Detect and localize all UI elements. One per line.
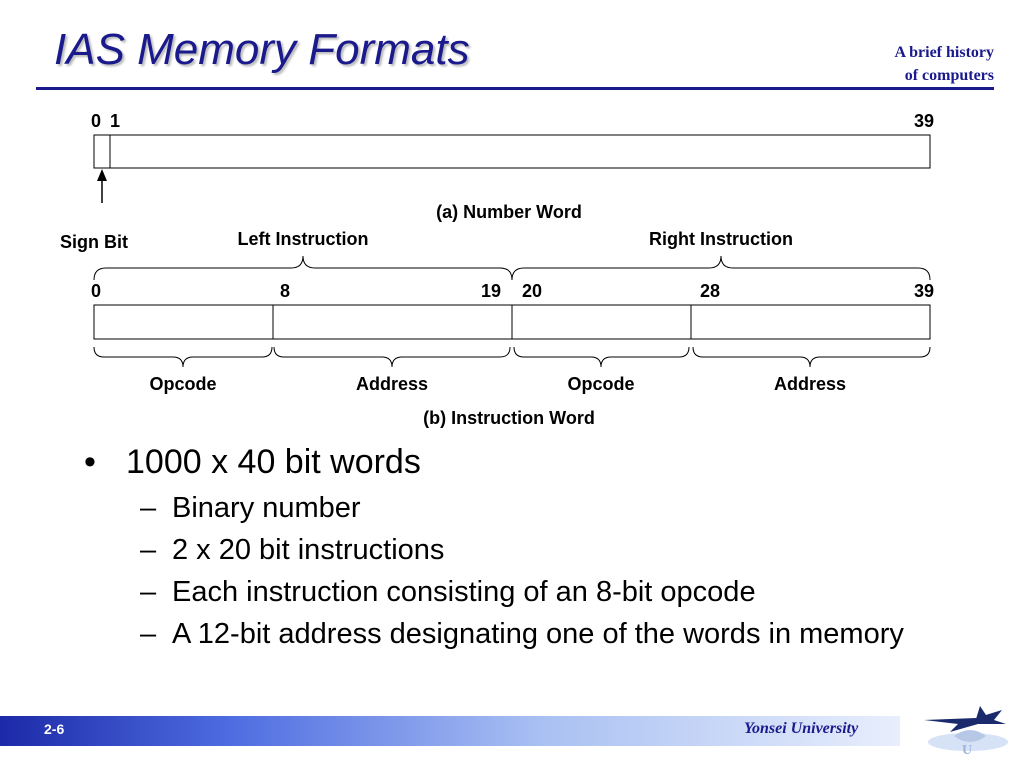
number-word-caption: (a) Number Word (436, 202, 582, 222)
page-number: 2-6 (44, 721, 65, 737)
number-word-bit-1: 1 (110, 111, 120, 131)
dash-icon: – (140, 534, 157, 566)
sub-bullet-text: Each instruction consisting of an 8-bit … (172, 576, 756, 608)
field-opcode-right: Opcode (567, 374, 634, 394)
ias-format-diagram: 0 1 39 (a) Number Word Sign Bit Left Ins… (60, 111, 934, 428)
bullet-dot-icon: • (84, 443, 96, 481)
opcode-brace-right (513, 346, 690, 368)
right-instruction-label: Right Instruction (649, 229, 793, 249)
instruction-bit-19: 19 (481, 281, 501, 301)
instruction-word-diagram: Left Instruction Right Instruction 0 8 1… (91, 229, 934, 428)
instruction-bit-28: 28 (700, 281, 720, 301)
opcode-brace-left (93, 346, 273, 368)
instruction-bit-20: 20 (522, 281, 542, 301)
sub-bullet-item: – Each instruction consisting of an 8-bi… (78, 574, 938, 610)
slide-subtitle: A brief history of computers (794, 41, 994, 87)
instruction-bit-0: 0 (91, 281, 101, 301)
field-address-right: Address (774, 374, 846, 394)
university-logo-icon: U (924, 706, 1008, 758)
field-address-left: Address (356, 374, 428, 394)
subtitle-line-1: A brief history (894, 44, 994, 61)
title-underline (36, 87, 994, 90)
field-opcode-left: Opcode (149, 374, 216, 394)
bullet-item: • 1000 x 40 bit words (78, 440, 938, 484)
subtitle-line-2: of computers (904, 67, 994, 84)
number-word-diagram: 0 1 39 (a) Number Word Sign Bit (60, 111, 934, 252)
address-brace-right (692, 346, 931, 368)
sub-bullet-item: – Binary number (78, 490, 938, 526)
footer-bar (0, 716, 900, 746)
sign-bit-arrowhead (97, 169, 107, 181)
instruction-bit-39: 39 (914, 281, 934, 301)
right-instruction-brace (511, 255, 931, 281)
sub-bullet-text: 2 x 20 bit instructions (172, 534, 445, 566)
instruction-bit-8: 8 (280, 281, 290, 301)
number-word-box (93, 134, 931, 169)
university-name: Yonsei University (744, 720, 859, 737)
dash-icon: – (140, 492, 157, 524)
bullet-text: 1000 x 40 bit words (126, 443, 421, 481)
address-brace-left (273, 346, 511, 368)
svg-text:U: U (962, 743, 972, 758)
sub-bullet-item: – A 12-bit address designating one of th… (78, 616, 938, 652)
instruction-word-caption: (b) Instruction Word (423, 408, 595, 428)
number-word-bit-0: 0 (91, 111, 101, 131)
number-word-bit-39: 39 (914, 111, 934, 131)
sub-bullet-text: A 12-bit address designating one of the … (172, 618, 904, 650)
left-instruction-brace (93, 255, 513, 281)
slide-title: IAS Memory Formats (54, 25, 470, 74)
sub-bullet-item: – 2 x 20 bit instructions (78, 532, 938, 568)
sub-bullet-text: Binary number (172, 492, 361, 524)
sign-bit-label: Sign Bit (60, 232, 128, 252)
bullet-list: • 1000 x 40 bit words – Binary number – … (78, 440, 938, 652)
left-instruction-label: Left Instruction (238, 229, 369, 249)
dash-icon: – (140, 576, 157, 608)
dash-icon: – (140, 618, 157, 650)
